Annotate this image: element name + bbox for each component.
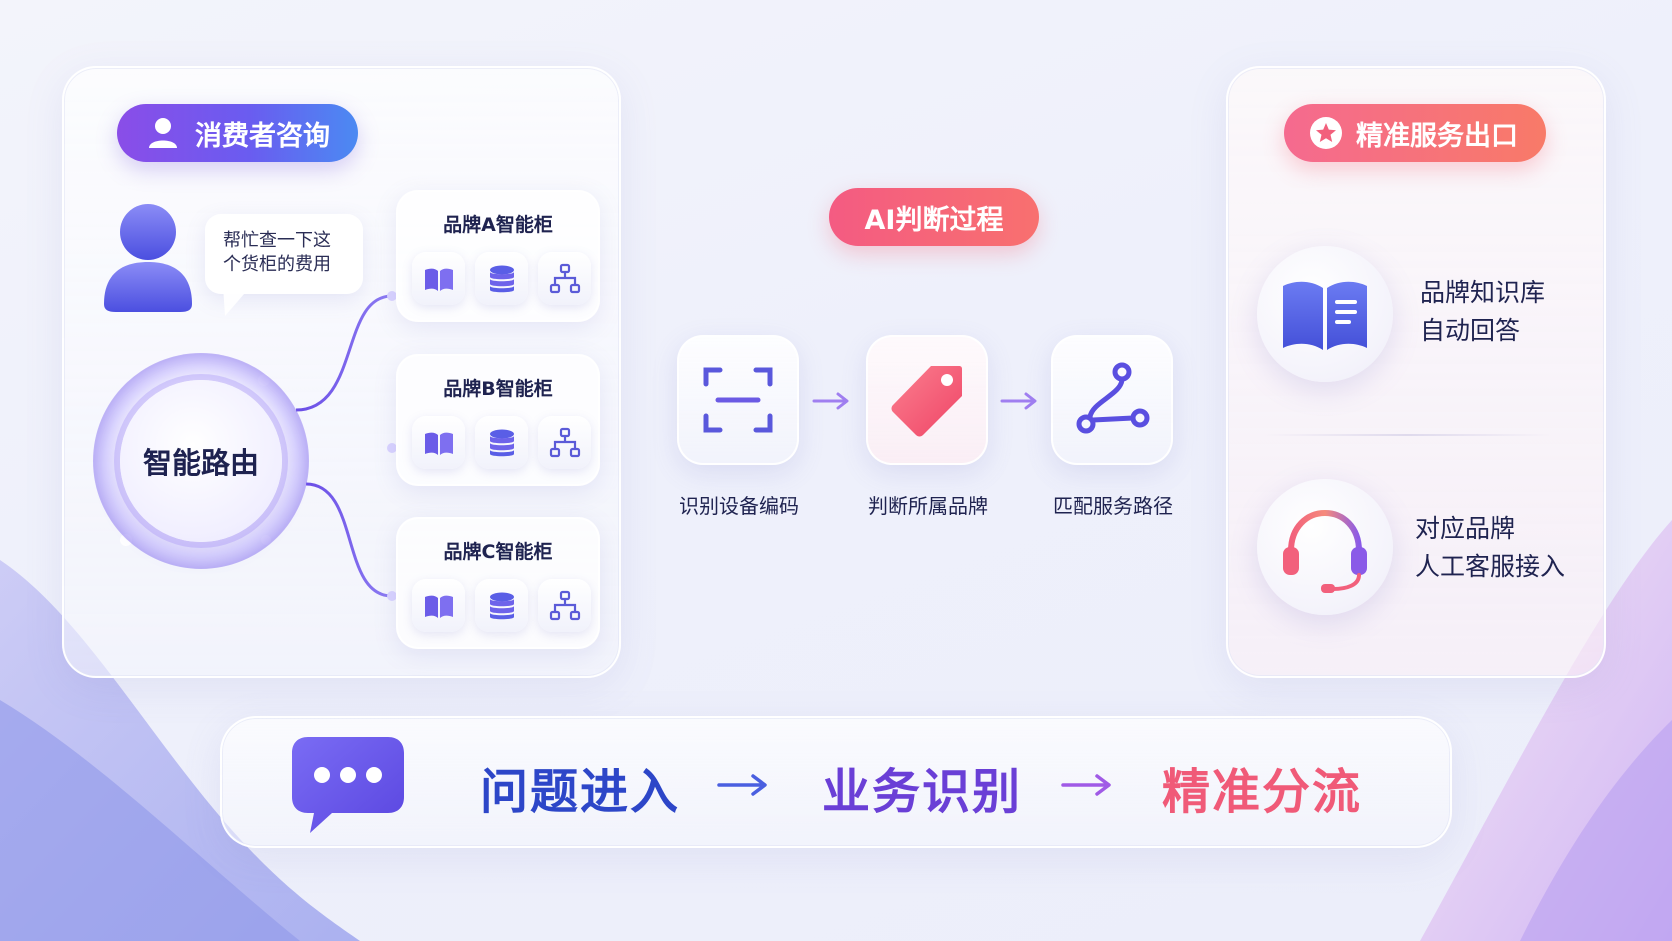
knowledge-base-line-2: 自动回答 (1420, 316, 1521, 345)
smart-router-label: 智能路由 (142, 446, 259, 480)
user-icon (149, 118, 177, 148)
flow-step-question-in: 问题进入 (480, 764, 681, 820)
step-judge-brand-label: 判断所属品牌 (868, 494, 988, 518)
brand-c-cabinet-card: 品牌C智能柜 (396, 517, 600, 649)
consumer-question-bubble: 帮忙查一下这 个货柜的费用 (205, 214, 363, 294)
book-icon (412, 252, 465, 305)
question-line-1: 帮忙查一下这 (223, 230, 331, 251)
scan-frame-icon (703, 367, 773, 433)
speech-bubble-tail (223, 286, 251, 316)
human-agent-line-1: 对应品牌 (1415, 514, 1516, 543)
flow-step-business-recognize: 业务识别 (822, 764, 1023, 820)
org-chart-icon (538, 252, 591, 305)
consumer-consult-badge: 消费者咨询 (117, 104, 358, 162)
step-identify-device-tile (677, 335, 799, 465)
step-judge-brand-tile (866, 335, 988, 465)
step-arrow-2 (1000, 392, 1037, 410)
flow-arrow-1 (717, 774, 767, 796)
flow-arrow-2 (1061, 774, 1111, 796)
consumer-consult-label: 消费者咨询 (195, 120, 330, 152)
consumer-avatar (104, 204, 192, 312)
database-icon (475, 252, 528, 305)
book-icon (412, 579, 465, 632)
brand-a-title: 品牌A智能柜 (443, 214, 553, 236)
org-chart-icon (538, 579, 591, 632)
service-exit-badge: 精准服务出口 (1284, 104, 1546, 162)
step-match-route-tile (1051, 335, 1173, 465)
knowledge-book-icon (1283, 281, 1367, 350)
star-badge-icon (1310, 117, 1342, 149)
knowledge-base-text: 品牌知识库 自动回答 (1420, 274, 1545, 350)
ai-process-badge: AI判断过程 (829, 188, 1039, 246)
knowledge-base-disc (1257, 246, 1393, 382)
database-icon (475, 416, 528, 469)
ai-process-label: AI判断过程 (864, 204, 1004, 236)
book-icon (412, 416, 465, 469)
knowledge-base-line-1: 品牌知识库 (1420, 278, 1546, 307)
org-chart-icon (538, 416, 591, 469)
tag-icon (891, 366, 962, 437)
step-arrow-1 (812, 392, 849, 410)
human-agent-disc (1257, 479, 1393, 615)
brand-b-title: 品牌B智能柜 (443, 378, 553, 400)
smart-router-node: 智能路由 (120, 380, 282, 542)
chat-bubble-icon (292, 737, 404, 833)
database-icon (475, 579, 528, 632)
brand-b-cabinet-card: 品牌B智能柜 (396, 354, 600, 486)
human-agent-text: 对应品牌 人工客服接入 (1415, 510, 1565, 586)
service-exit-label: 精准服务出口 (1356, 120, 1518, 152)
flow-step-precise-diversion: 精准分流 (1162, 764, 1363, 820)
headset-icon (1283, 509, 1367, 593)
service-divider (1264, 434, 1552, 436)
step-identify-device-label: 识别设备编码 (679, 494, 799, 518)
step-match-route-label: 匹配服务路径 (1053, 494, 1173, 518)
brand-c-title: 品牌C智能柜 (443, 541, 553, 563)
route-icon (1076, 362, 1150, 434)
brand-a-cabinet-card: 品牌A智能柜 (396, 190, 600, 322)
human-agent-line-2: 人工客服接入 (1415, 552, 1566, 581)
question-line-2: 个货柜的费用 (223, 254, 331, 275)
flow-summary-panel (220, 716, 1452, 848)
